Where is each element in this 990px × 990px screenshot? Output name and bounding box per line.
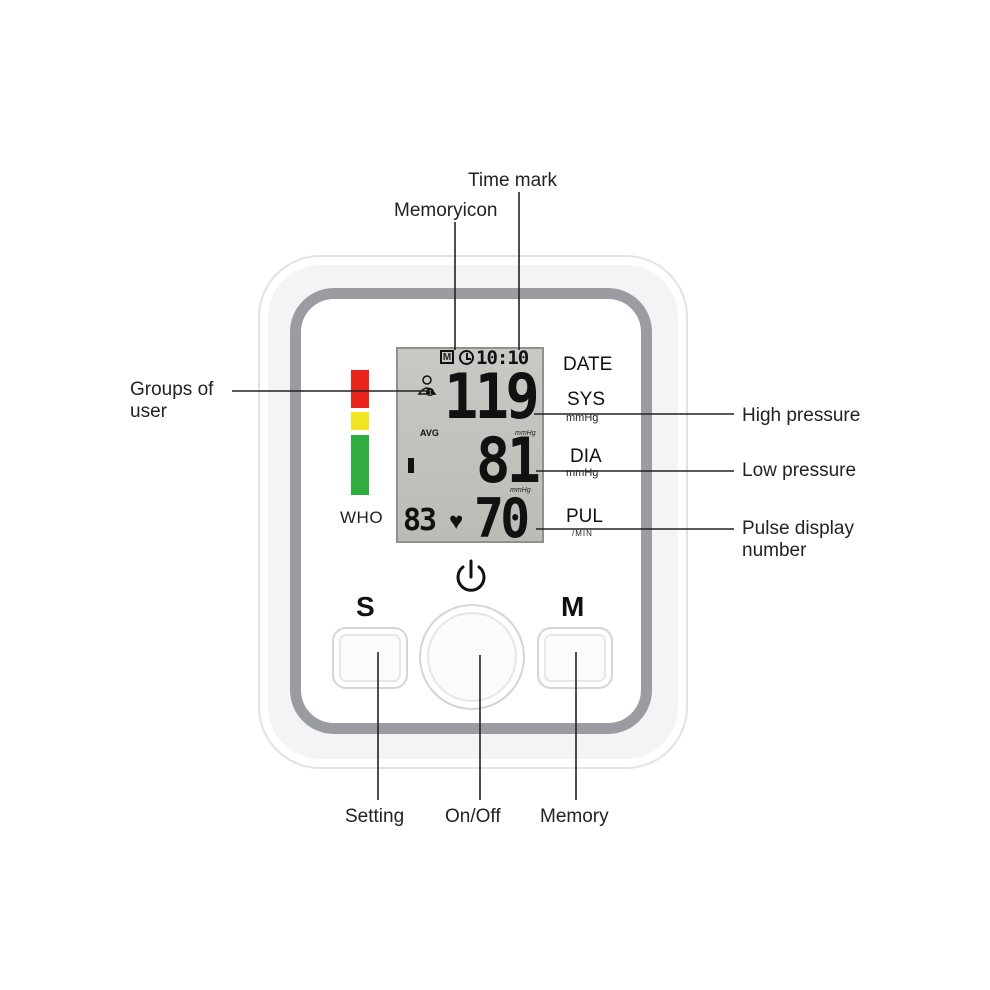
user-group-icon: 1	[417, 375, 437, 397]
setting-button[interactable]	[332, 627, 408, 689]
sys-unit-label: mmHg	[566, 412, 599, 424]
lcd-systolic-value: 119	[444, 360, 540, 433]
lcd-level-bar	[408, 458, 414, 473]
annotation-pulse-display-line1: Pulse display	[742, 518, 854, 539]
annotation-memory-icon: Memoryicon	[394, 200, 498, 221]
dia-label: DIA	[570, 446, 602, 467]
lcd-dia-unit: mmHg	[510, 487, 531, 494]
memory-icon: M	[440, 350, 454, 364]
annotation-memory: Memory	[540, 806, 609, 827]
dia-unit-label: mmHg	[566, 467, 599, 479]
lcd-pulse-value: 70	[474, 487, 530, 550]
lcd-diastolic-value: 81	[476, 424, 541, 497]
memory-button[interactable]	[537, 627, 613, 689]
sys-label: SYS	[567, 389, 606, 410]
date-label: DATE	[563, 354, 613, 375]
setting-button-letter: S	[356, 591, 375, 622]
annotation-on-off: On/Off	[445, 806, 501, 827]
annotation-low-pressure: Low pressure	[742, 460, 857, 481]
annotation-setting: Setting	[345, 806, 405, 827]
lcd-avg-label: AVG	[420, 428, 439, 438]
svg-text:1: 1	[428, 390, 432, 397]
annotation-high-pressure: High pressure	[742, 405, 861, 426]
pul-label: PUL	[566, 506, 603, 527]
who-label: WHO	[340, 508, 384, 527]
annotation-groups-of-user-line2: user	[130, 401, 167, 422]
annotation-pulse-display-line2: number	[742, 540, 807, 561]
who-indicator-yellow	[351, 412, 369, 430]
power-button[interactable]	[419, 604, 525, 710]
annotation-time-mark: Time mark	[468, 170, 558, 191]
lcd-time: 10:10	[476, 347, 529, 369]
who-indicator-red	[351, 370, 369, 408]
lcd-heart-rate-small: 83	[403, 503, 437, 538]
memory-button-letter: M	[561, 591, 585, 622]
power-icon	[456, 559, 486, 592]
annotation-groups-of-user-line1: Groups of	[130, 379, 214, 400]
heart-icon: ♥	[449, 508, 464, 535]
pul-unit-label: /MIN	[572, 529, 593, 538]
lcd-sys-unit: mmHg	[515, 430, 536, 437]
who-indicator-green	[351, 435, 369, 495]
clock-icon	[459, 350, 474, 365]
lcd-screen	[396, 347, 544, 543]
